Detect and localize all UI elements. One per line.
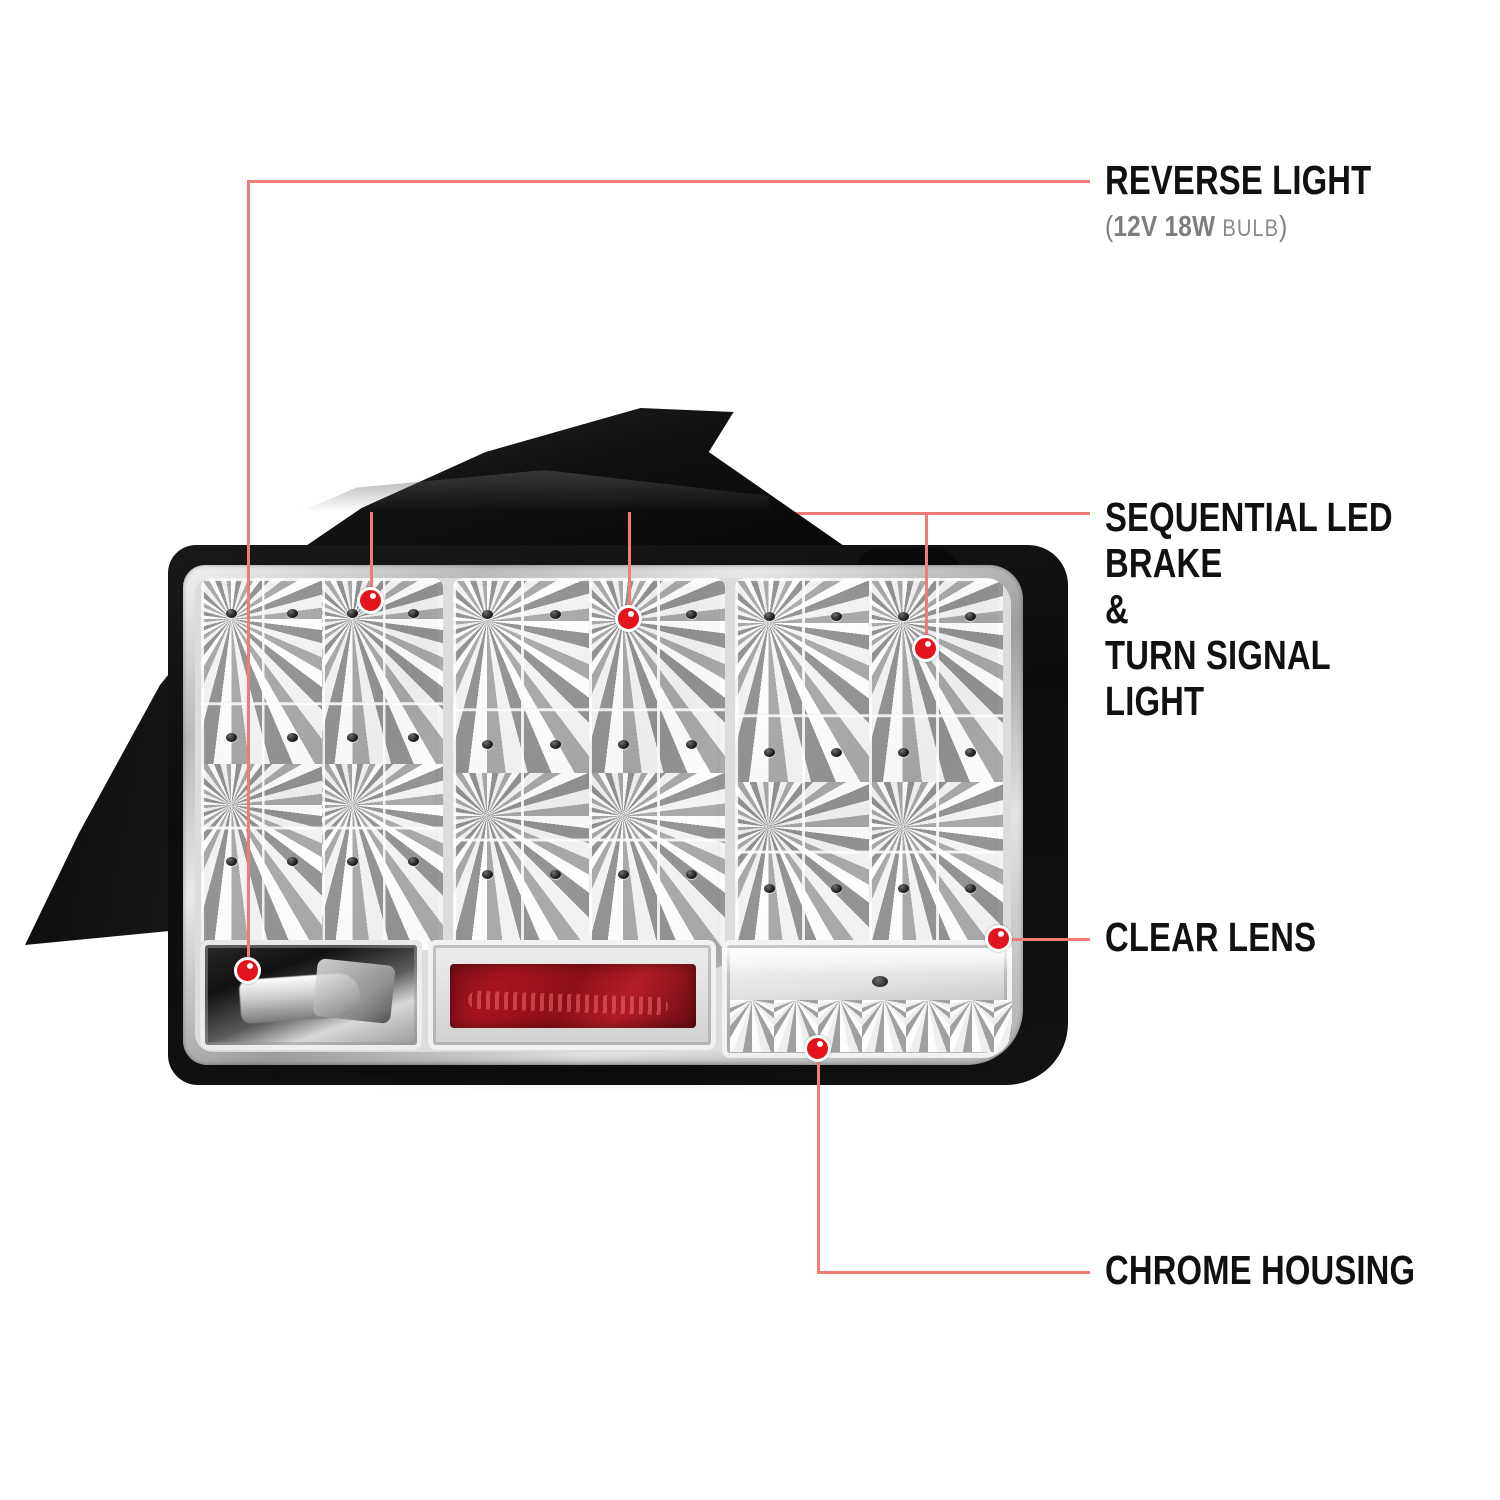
callout-marker-clear-lens[interactable] [985, 925, 1012, 952]
callout-marker-reverse-light[interactable] [234, 957, 261, 984]
led-emitter [286, 856, 298, 866]
led-emitter [347, 856, 359, 866]
led-emitter [830, 748, 842, 758]
led-emitter [618, 870, 629, 880]
lower-lens-facets [730, 1000, 1012, 1052]
led-emitter [964, 884, 976, 894]
led-emitter [407, 732, 419, 742]
leader-line-reverse-horizontal [247, 180, 1090, 183]
led-emitter [964, 612, 976, 622]
red-reflector-compartment [428, 940, 716, 1050]
reverse-reflector-cup [312, 958, 396, 1024]
led-emitter [686, 870, 697, 880]
callout-marker-sequential-led-1[interactable] [357, 587, 384, 614]
reverse-bulb-chamber [200, 940, 422, 1050]
led-emitter [226, 856, 238, 866]
led-emitter [407, 608, 419, 618]
lens-cell-grid [201, 578, 443, 950]
led-panel-right [735, 578, 1003, 986]
led-emitter [964, 748, 976, 758]
led-emitter [550, 740, 561, 750]
led-emitter [226, 608, 238, 618]
led-emitter [686, 740, 697, 750]
label-reverse-light-spec: (12V 18W BULB) [1105, 211, 1287, 244]
label-reverse-light: REVERSE LIGHT [1105, 157, 1372, 203]
led-emitter [897, 884, 909, 894]
leader-line-chrome-horizontal [817, 1271, 1090, 1274]
led-emitter [286, 608, 298, 618]
drop-shadow [210, 1062, 1000, 1088]
leader-line-sequential-drop-3 [925, 512, 928, 650]
led-panel-center [453, 578, 725, 968]
lens-sheen [722, 948, 1012, 974]
led-emitter [226, 732, 238, 742]
led-emitter [830, 612, 842, 622]
spec-voltage-wattage: 12V 18W [1113, 211, 1216, 243]
lens-cell-grid [453, 578, 725, 968]
callout-marker-sequential-led-3[interactable] [912, 635, 939, 662]
red-reflector-strip [450, 964, 696, 1028]
led-emitter [763, 884, 775, 894]
clear-lower-lens [722, 940, 1012, 1058]
led-emitter [286, 732, 298, 742]
led-emitter [763, 748, 775, 758]
leader-line-clear-lens [998, 938, 1090, 941]
led-emitter [550, 870, 561, 880]
spec-bulb-word: BULB [1222, 215, 1280, 242]
lower-lens-dimple [872, 976, 888, 987]
led-emitter [763, 612, 775, 622]
label-sequential-line-2: & [1105, 585, 1129, 632]
leader-line-sequential-drop-1 [370, 512, 373, 602]
leader-line-reverse-vertical [247, 180, 250, 970]
led-emitter [347, 732, 359, 742]
spec-paren-open: ( [1105, 211, 1114, 243]
led-emitter [407, 856, 419, 866]
led-emitter [482, 610, 493, 620]
led-emitter [618, 740, 629, 750]
lens-cell-grid [735, 578, 1003, 986]
label-sequential-line-1: SEQUENTIAL LED BRAKE [1105, 494, 1393, 586]
label-clear-lens: CLEAR LENS [1105, 914, 1317, 960]
led-emitter [347, 608, 359, 618]
led-emitter [830, 884, 842, 894]
label-sequential-led: SEQUENTIAL LED BRAKE & TURN SIGNAL LIGHT [1105, 494, 1421, 725]
led-emitter [482, 740, 493, 750]
led-panel-left [201, 578, 443, 950]
leader-line-chrome-vertical [817, 1048, 820, 1274]
label-chrome-housing: CHROME HOUSING [1105, 1247, 1416, 1293]
leader-line-sequential-drop-2 [628, 512, 631, 620]
spec-paren-close: ) [1279, 211, 1288, 243]
led-emitter [897, 612, 909, 622]
callout-marker-chrome-housing[interactable] [804, 1035, 831, 1062]
led-emitter [550, 610, 561, 620]
led-emitter [482, 870, 493, 880]
label-sequential-line-3: TURN SIGNAL LIGHT [1105, 631, 1331, 724]
callout-marker-sequential-led-2[interactable] [615, 605, 642, 632]
led-emitter [686, 610, 697, 620]
led-emitter [897, 748, 909, 758]
